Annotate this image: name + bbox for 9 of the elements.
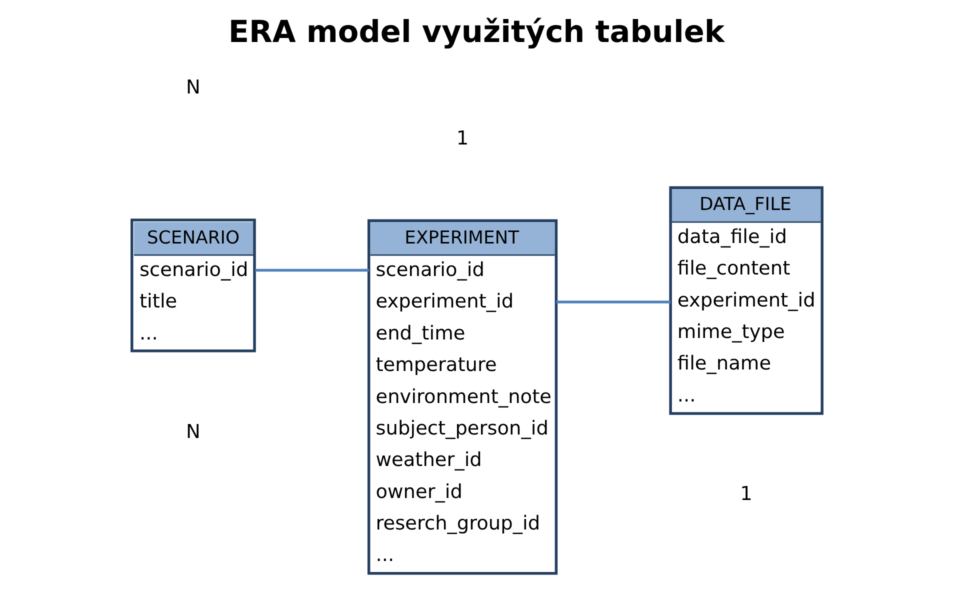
connector [556,300,671,304]
label: 1 [740,482,752,505]
label: N [186,76,200,99]
diagram-title: ERA model využitých tabulek [228,15,725,50]
node-box: EXPERIMENT scenario_id experiment_id end_time temperature environment_note subject_person_id weather_id owner_id reserch_group_id ... [367,219,558,575]
label: 1 [456,126,469,150]
node-box: DATA_FILE data_file_id file_content experiment_id mime_type file_name ... [669,186,824,415]
label: N [186,420,200,443]
connector [255,268,369,272]
